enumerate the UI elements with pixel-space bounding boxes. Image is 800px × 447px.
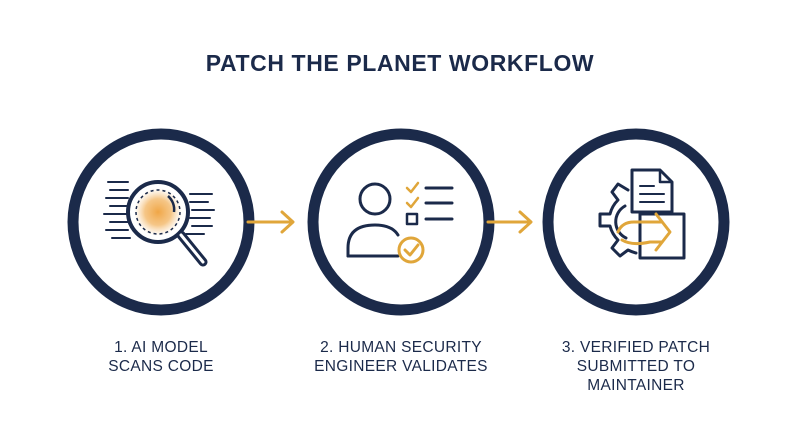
gear-patch-submit-icon (598, 168, 686, 260)
step-3-label-line: SUBMITTED TO (576, 358, 696, 375)
step-3-label: 3. VERIFIED PATCH SUBMITTED TO MAINTAINE… (536, 338, 736, 395)
step-2-label-line: 2. HUMAN SECURITY (320, 339, 482, 356)
step-3-label-line: MAINTAINER (587, 377, 685, 394)
step-2-label: 2. HUMAN SECURITY ENGINEER VALIDATES (301, 338, 501, 376)
diagram-title: PATCH THE PLANET WORKFLOW (205, 50, 595, 76)
engineer-checklist-icon (346, 181, 454, 264)
step-2-label-line: ENGINEER VALIDATES (314, 358, 488, 375)
step-1-label-line: SCANS CODE (108, 358, 214, 375)
arrow-1-icon (246, 210, 295, 234)
step-3-label-line: 3. VERIFIED PATCH (561, 339, 711, 356)
magnifier-scan-icon (103, 180, 215, 267)
step-2-circle (307, 128, 495, 316)
arrow-2-icon (486, 210, 533, 234)
step-1-label: 1. AI MODEL SCANS CODE (61, 338, 261, 376)
step-1-label-line: 1. AI MODEL (114, 339, 208, 356)
